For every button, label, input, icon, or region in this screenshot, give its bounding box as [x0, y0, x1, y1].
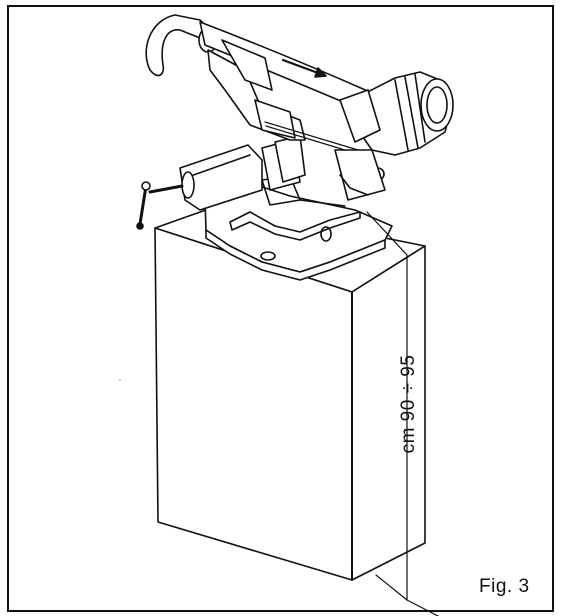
dimension-label: cm 90 ÷ 95 — [398, 354, 419, 454]
machine-base — [204, 175, 393, 281]
saw-frame — [145, 14, 386, 201]
figure-frame — [7, 5, 554, 612]
motor — [339, 71, 454, 156]
vise-assembly — [136, 135, 306, 230]
figure-caption: Fig. 3 — [479, 576, 530, 597]
height-dimension — [366, 211, 439, 616]
